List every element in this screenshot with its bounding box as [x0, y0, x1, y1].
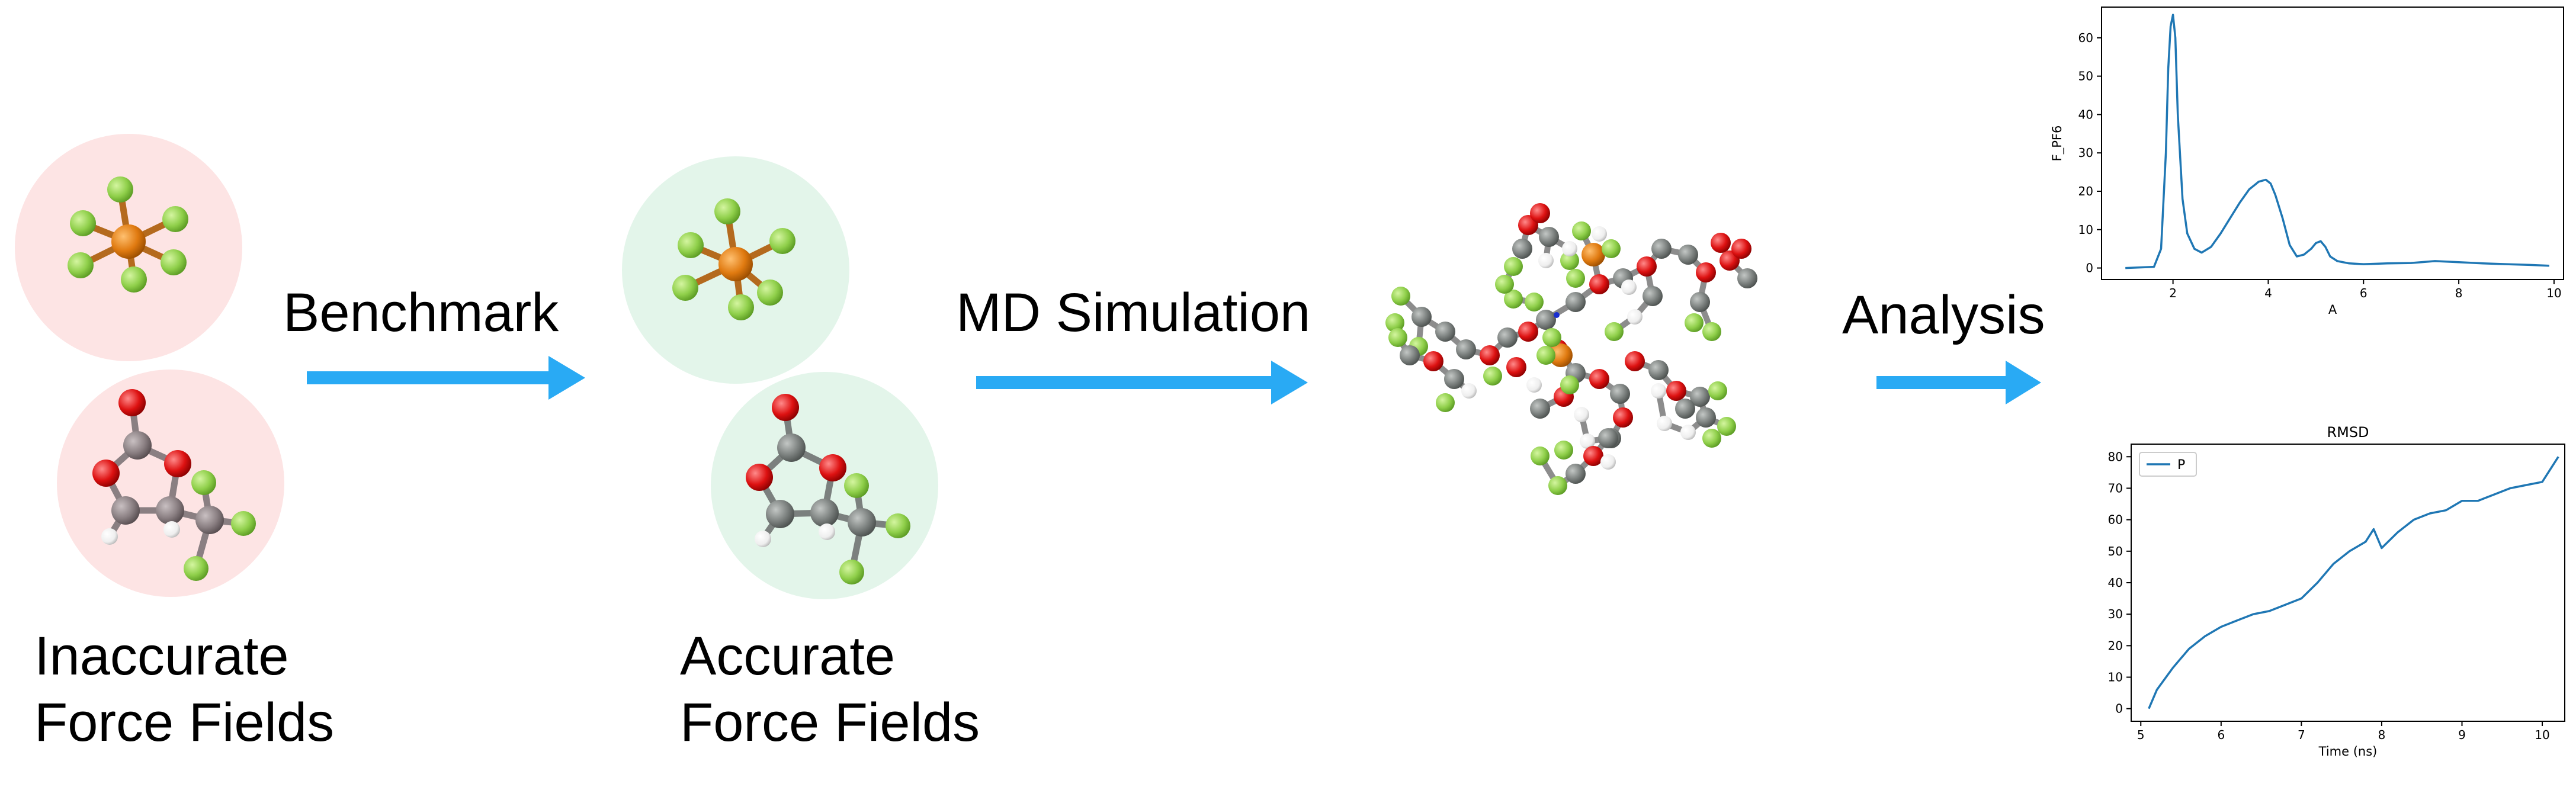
- inaccurate-label-line2: Force Fields: [34, 692, 335, 753]
- plot-frame: [2101, 7, 2564, 280]
- y-tick-label: 0: [2086, 261, 2093, 275]
- x-tick-label: 5: [2137, 728, 2145, 742]
- benchmark-arrow: [307, 356, 585, 400]
- x-tick-label: 9: [2458, 728, 2466, 742]
- inaccurate-ec-backdrop: [57, 370, 284, 597]
- y-tick-label: 10: [2108, 670, 2123, 685]
- accurate-label-line2: Force Fields: [680, 692, 980, 753]
- rdf-chart: 2 4 6 8 10 0 10 20 30 40 50 60A F_PF6: [2050, 7, 2564, 317]
- accurate-force-fields-label: Accurate Force Fields: [680, 623, 980, 756]
- plot-frame: [2131, 444, 2565, 722]
- y-axis-label: F_PF6: [2050, 126, 2065, 162]
- inaccurate-force-fields-label: Inaccurate Force Fields: [34, 623, 334, 756]
- accurate-ec-backdrop: [711, 372, 938, 599]
- analysis-arrow: [1876, 361, 2041, 404]
- legend-label: P: [2177, 458, 2185, 473]
- x-tick-label: 4: [2264, 286, 2272, 300]
- x-tick-label: 2: [2169, 286, 2177, 300]
- x-tick-label: 6: [2360, 286, 2368, 300]
- md-simulation-label: MD Simulation: [956, 282, 1311, 343]
- x-tick-label: 6: [2217, 728, 2225, 742]
- x-tick-label: 8: [2455, 286, 2463, 300]
- y-tick-label: 40: [2108, 576, 2123, 590]
- series-line: [2148, 456, 2559, 709]
- benchmark-label: Benchmark: [283, 282, 559, 343]
- accurate-label-line1: Accurate: [680, 626, 896, 686]
- y-tick-label: 60: [2078, 31, 2093, 45]
- y-tick-label: 40: [2078, 107, 2093, 121]
- inaccurate-label-line1: Inaccurate: [34, 626, 289, 686]
- y-tick-label: 20: [2108, 638, 2123, 653]
- md-simulation-snapshot: [1385, 203, 1757, 495]
- chart-title: RMSD: [2327, 424, 2369, 441]
- analysis-label: Analysis: [1842, 285, 2045, 345]
- y-tick-label: 30: [2078, 146, 2093, 160]
- x-axis-label: A: [2328, 303, 2337, 317]
- series-line: [2125, 14, 2549, 269]
- y-tick-label: 0: [2115, 702, 2123, 716]
- y-tick-label: 20: [2078, 184, 2093, 198]
- md-simulation-arrow: [976, 361, 1308, 404]
- y-tick-label: 50: [2078, 69, 2093, 83]
- x-tick-label: 7: [2298, 728, 2305, 742]
- y-tick-label: 80: [2108, 449, 2123, 464]
- accurate-pf6-molecule: [672, 198, 795, 320]
- y-tick-label: 50: [2108, 544, 2123, 558]
- inaccurate-pf6-molecule: [68, 176, 188, 293]
- y-tick-label: 30: [2108, 607, 2123, 621]
- x-tick-label: 8: [2378, 728, 2386, 742]
- y-tick-label: 10: [2078, 223, 2093, 237]
- x-tick-label: 10: [2535, 728, 2549, 742]
- accurate-fec-molecule: [746, 394, 910, 584]
- x-axis-label: Time (ns): [2318, 744, 2378, 759]
- inaccurate-fec-molecule: [92, 389, 256, 581]
- y-tick-label: 70: [2108, 481, 2123, 495]
- y-tick-label: 60: [2108, 513, 2123, 527]
- x-tick-label: 10: [2546, 286, 2561, 300]
